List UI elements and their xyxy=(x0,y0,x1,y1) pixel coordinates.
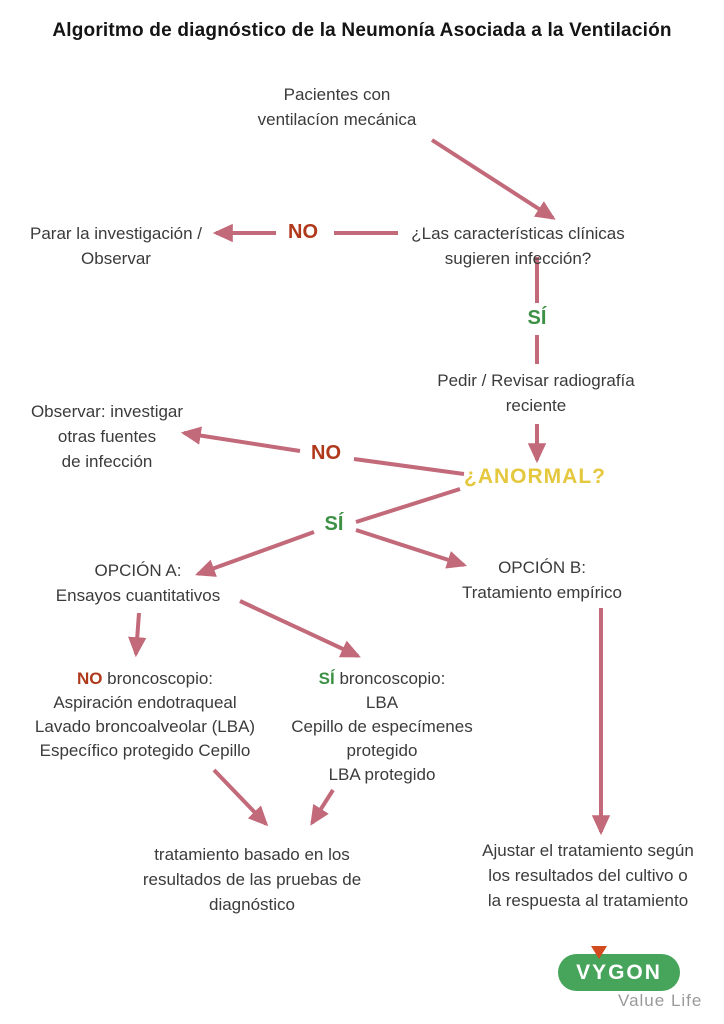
text-line: Tratamiento empírico xyxy=(462,583,622,602)
text-line: Parar la investigación / xyxy=(30,224,202,243)
text-line: Pedir / Revisar radiografía xyxy=(437,371,635,390)
node-no-bronchoscope: NO broncoscopio: Aspiración endotraqueal… xyxy=(35,667,255,763)
line-anormal-to-si xyxy=(355,487,461,524)
node-si-bronchoscope: SÍ broncoscopio: LBA Cepillo de especíme… xyxy=(291,667,472,787)
vygon-logo: VYGON xyxy=(558,954,680,991)
node-xray: Pedir / Revisar radiografía reciente xyxy=(437,368,634,418)
node-option-b: OPCIÓN B: Tratamiento empírico xyxy=(462,555,622,605)
text-line: Lavado broncoalveolar (LBA) xyxy=(34,717,256,736)
line-anormal-to-no xyxy=(353,457,465,476)
branch-label-si-anormal: SÍ xyxy=(324,513,344,535)
node-stop-observe: Parar la investigación / Observar xyxy=(30,221,202,271)
logo-tagline: Value Life xyxy=(618,991,703,1010)
text-line: Pacientes con xyxy=(283,85,391,104)
text-line: Observar xyxy=(81,249,151,268)
branch-label-no-anormal: NO xyxy=(311,442,341,464)
arrow-option-a-to-si-bronch xyxy=(239,599,361,658)
logo-triangle-icon xyxy=(591,946,607,959)
arrow-start-to-question xyxy=(430,138,556,220)
text-line: diagnóstico xyxy=(208,895,295,914)
text-line: otras fuentes xyxy=(57,427,157,446)
text-line: Observar: investigar xyxy=(30,402,184,421)
arrow-no-to-observe xyxy=(180,426,301,453)
text-line: ¿Las características clínicas xyxy=(411,224,625,243)
text-line: la respuesta al tratamiento xyxy=(487,891,689,910)
arrow-si-bronch-to-treatment xyxy=(310,788,335,826)
heading-rest: broncoscopio: xyxy=(334,669,446,688)
text-line: NO broncoscopio: xyxy=(35,667,255,691)
text-line: de infección xyxy=(61,452,153,471)
text-line: reciente xyxy=(505,396,567,415)
text-line: protegido xyxy=(346,741,418,760)
text-line: Cepillo de especímenes xyxy=(291,717,473,736)
node-adjust-treatment: Ajustar el tratamiento según los resulta… xyxy=(482,838,694,913)
arrow-si-to-option-a xyxy=(194,530,315,577)
text-line: Específico protegido Cepillo xyxy=(39,741,251,760)
node-option-a: OPCIÓN A: Ensayos cuantitativos xyxy=(56,558,220,608)
text-line: Ajustar el tratamiento según xyxy=(482,841,694,860)
text-line: LBA xyxy=(365,693,399,712)
arrow-option-a-to-no-bronch xyxy=(128,612,147,658)
branch-label-anormal: ¿ANORMAL? xyxy=(464,465,606,488)
text-line: OPCIÓN A: xyxy=(94,561,182,580)
branch-label-si-clinical: SÍ xyxy=(527,307,547,329)
text-line: sugieren infección? xyxy=(444,249,592,268)
node-observe-other: Observar: investigar otras fuentes de in… xyxy=(31,399,183,474)
node-start: Pacientes con ventilacíon mecánica xyxy=(258,82,417,132)
text-line: OPCIÓN B: xyxy=(498,558,586,577)
text-line: Aspiración endotraqueal xyxy=(53,693,237,712)
no-keyword: NO xyxy=(76,669,103,688)
heading-rest: broncoscopio: xyxy=(102,669,214,688)
branch-label-no-clinical: NO xyxy=(288,221,318,243)
text-line: resultados de las pruebas de xyxy=(142,870,362,889)
text-line: los resultados del cultivo o xyxy=(488,866,688,885)
page-title: Algoritmo de diagnóstico de la Neumonía … xyxy=(52,20,672,41)
arrow-si-to-option-b xyxy=(355,528,468,569)
arrow-no-bronch-to-treatment xyxy=(212,768,269,827)
text-line: SÍ broncoscopio: xyxy=(291,667,472,691)
node-question-clinical: ¿Las características clínicas sugieren i… xyxy=(411,221,625,271)
text-line: ventilacíon mecánica xyxy=(257,110,417,129)
node-treatment-results: tratamiento basado en los resultados de … xyxy=(143,842,361,917)
text-line: Ensayos cuantitativos xyxy=(55,586,221,605)
text-line: LBA protegido xyxy=(328,765,436,784)
text-line: tratamiento basado en los xyxy=(154,845,350,864)
si-keyword: SÍ xyxy=(318,669,335,688)
